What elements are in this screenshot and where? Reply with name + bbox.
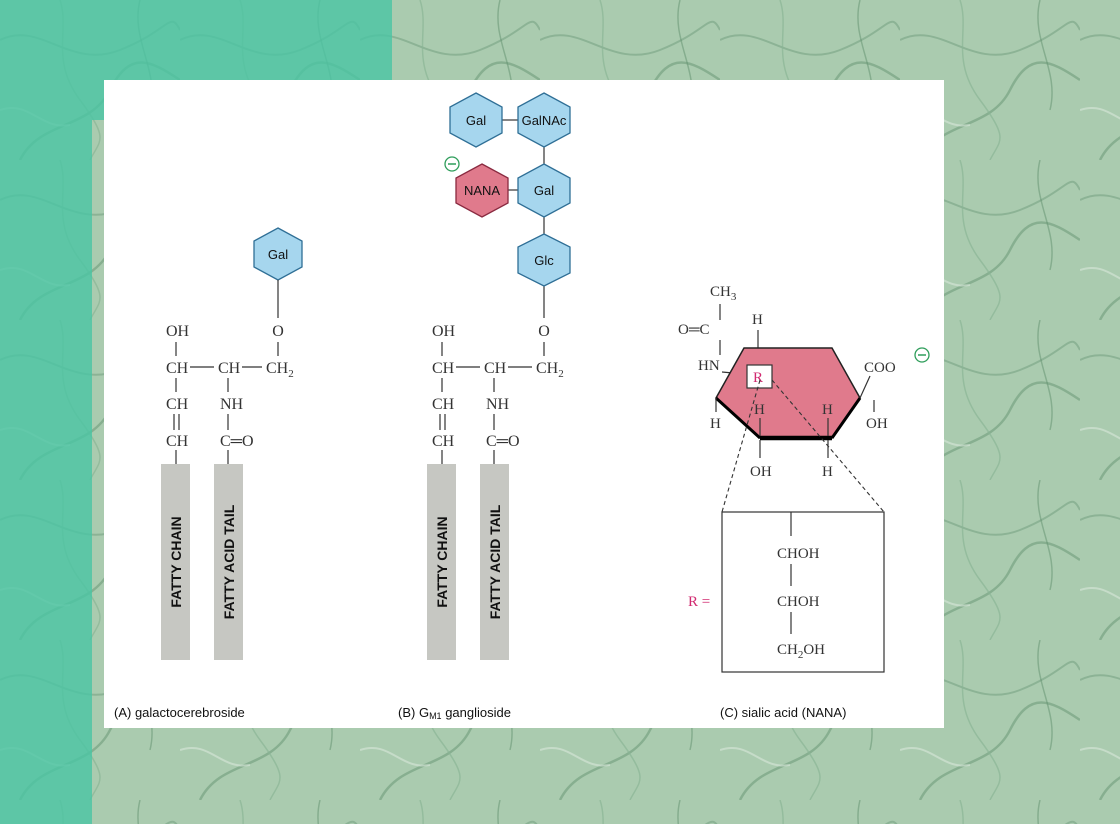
hydroxyl-bottom: OH <box>750 464 772 480</box>
gal-terminal-label: Gal <box>466 113 486 128</box>
nana-label: NANA <box>464 183 500 198</box>
ch-alkene-lower: CH <box>166 433 189 450</box>
ch-alkene-upper: CH <box>432 396 455 413</box>
h-inner-2: H <box>822 402 833 418</box>
glycosidic-oxygen: O <box>272 323 284 340</box>
gal-terminal-hexagon <box>449 92 503 148</box>
fatty-chain-bar <box>427 464 456 660</box>
fatty-chain-label: FATTY CHAIN <box>434 516 450 607</box>
h-left: H <box>710 416 721 432</box>
fatty-acid-tail-bar <box>214 464 243 660</box>
glycosidic-oxygen: O <box>538 323 550 340</box>
gal-internal-label: Gal <box>534 183 554 198</box>
r-equals-label: R = <box>688 594 710 610</box>
zoom-line-left <box>721 379 761 513</box>
fatty-chain-label: FATTY CHAIN <box>168 516 184 607</box>
panel-b-gm1-ganglioside: Gal GalNAc NANA Gal Glc O OH CH CH CH2 C… <box>398 92 571 721</box>
figure-canvas: Gal O OH CH CH CH2 CH CH NH C═O FATTY CH… <box>114 92 930 721</box>
galnac-label: GalNAc <box>522 113 567 128</box>
panel-a-galactocerebroside: Gal O OH CH CH CH2 CH CH NH C═O FATTY CH… <box>114 227 303 720</box>
zoom-line-right <box>771 379 885 513</box>
nh-group: NH <box>220 396 244 413</box>
methyl-group: CH3 <box>710 284 737 303</box>
r-group-detail-box <box>721 511 885 673</box>
fatty-acid-tail-label: FATTY ACID TAIL <box>487 504 503 619</box>
r-substituent-label: R <box>753 370 763 386</box>
caption-b: (B) GM1 ganglioside <box>398 705 511 721</box>
hydroxyl-label: OH <box>166 323 190 340</box>
gal-sugar-label: Gal <box>268 247 288 262</box>
acetyl-carbonyl: O═C <box>678 322 709 338</box>
ch-alkene-lower: CH <box>432 433 455 450</box>
fatty-acid-tail-bar <box>480 464 509 660</box>
chohs-row-2: CHOH <box>777 594 820 610</box>
ch-middle: CH <box>218 360 241 377</box>
galnac-hexagon <box>517 92 571 148</box>
ch2-group: CH2 <box>266 360 294 380</box>
glc-hexagon <box>517 233 571 287</box>
glc-label: Glc <box>534 253 554 268</box>
caption-a: (A) galactocerebroside <box>114 705 245 720</box>
ch2oh-row: CH2OH <box>777 642 825 661</box>
teal-top-block <box>92 0 392 80</box>
carbonyl-group: C═O <box>486 433 520 450</box>
caption-c: (C) sialic acid (NANA) <box>720 705 846 720</box>
carbonyl-group: C═O <box>220 433 254 450</box>
hydroxyl-right: OH <box>866 416 888 432</box>
h-bottom: H <box>822 464 833 480</box>
chohs-row-1: CHOH <box>777 546 820 562</box>
fatty-acid-tail-label: FATTY ACID TAIL <box>221 504 237 619</box>
pyranose-ring <box>715 347 861 439</box>
glycolipid-figure: Gal O OH CH CH CH2 CH CH NH C═O FATTY CH… <box>104 80 944 728</box>
ch-middle: CH <box>484 360 507 377</box>
nh-group: NH <box>486 396 510 413</box>
fatty-chain-bar <box>161 464 190 660</box>
panel-c-sialic-acid: CH3 O═C HN H R COO OH H H H OH H <box>678 284 930 720</box>
r-substituent-box <box>746 364 773 389</box>
h-top: H <box>752 312 763 328</box>
ch-left: CH <box>166 360 189 377</box>
carboxylate: COO <box>864 360 896 376</box>
ch-left: CH <box>432 360 455 377</box>
h-inner-1: H <box>754 402 765 418</box>
ch-alkene-upper: CH <box>166 396 189 413</box>
ch2-group: CH2 <box>536 360 564 380</box>
gal-internal-hexagon <box>517 163 571 218</box>
hydroxyl-label: OH <box>432 323 456 340</box>
amide-nh: HN <box>698 358 720 374</box>
teal-left-stripe <box>0 0 92 824</box>
nana-hexagon <box>455 163 509 218</box>
